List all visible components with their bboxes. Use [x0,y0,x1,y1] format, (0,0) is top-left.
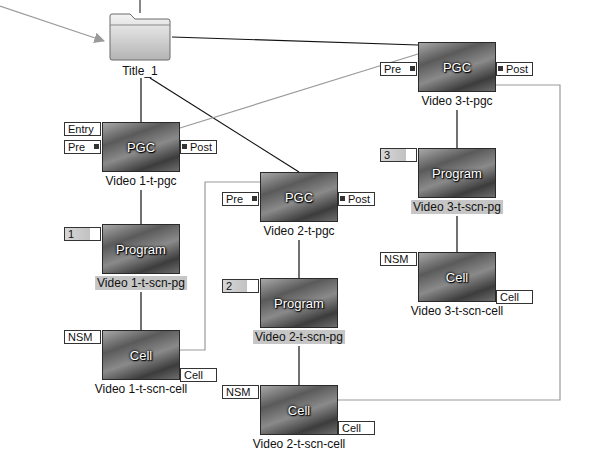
pgc-node: PGCPrePostVideo 3-t-pgc [418,42,496,110]
thumbnail-label: Cell [418,252,496,302]
port-tab: Post [338,192,375,206]
thumbnail-label: PGC [102,122,180,172]
entry-arrow [0,6,104,41]
node-caption: Video 3-t-scn-pg [411,200,503,214]
thumbnail-label: Program [418,148,496,198]
thumbnail-label: PGC [260,172,338,222]
node-caption: Video 2-t-pgc [263,224,334,238]
pgc-node: PGCEntryPrePostVideo 1-t-pgc [102,122,180,190]
port-tab: Pre [64,140,101,154]
hierarchy-link [456,110,457,148]
program-node: Program2Video 2-t-scn-pg [260,278,338,346]
program-number: 2 [222,279,259,293]
port-tab: NSM [222,385,259,399]
hierarchy-link [298,240,299,278]
hierarchy-link [298,346,299,385]
port-tab: Cell [180,368,217,382]
thumbnail-label: Program [102,224,180,274]
port-tab: Cell [338,421,375,435]
folder-icon [110,14,170,60]
cell-node: CellNSMCellVideo 1-t-scn-cell [102,330,180,398]
node-caption: Video 2-t-scn-cell [253,437,345,451]
thumbnail-label: PGC [418,42,496,92]
port-tab: Post [496,62,533,76]
program-node: Program1Video 1-t-scn-pg [102,224,180,292]
port-tab: NSM [380,252,417,266]
program-node: Program3Video 3-t-scn-pg [418,148,496,216]
thumbnail-label: Cell [102,330,180,380]
port-tab: NSM [64,330,101,344]
thumbnail-label: Program [260,278,338,328]
port-tab: Cell [496,290,533,304]
node-caption: Video 3-t-scn-cell [411,304,503,318]
port-tab: Pre [222,192,259,206]
pgc-node: PGCPrePostVideo 2-t-pgc [260,172,338,240]
hierarchy-link [172,37,418,45]
folder-body [110,14,170,60]
node-caption: Video 1-t-scn-pg [95,276,187,290]
hierarchy-link [456,216,457,252]
port-tab: Pre [380,62,417,76]
folder-flap [110,25,170,26]
hierarchy-link [140,78,141,122]
hierarchy-link [140,190,141,224]
port-tab: Entry [64,122,101,136]
node-caption: Title_1 [108,64,172,78]
node-caption: Video 1-t-pgc [105,174,176,188]
hierarchy-link [140,292,141,330]
program-number: 3 [380,148,417,162]
port-tab: Post [180,140,217,154]
navigation-link [180,182,260,350]
cell-node: CellNSMCellVideo 2-t-scn-cell [260,385,338,453]
program-number: 1 [64,227,101,241]
title-folder: Title_1 [108,12,172,78]
thumbnail-label: Cell [260,385,338,435]
node-caption: Video 2-t-scn-pg [253,330,345,344]
root-wire [140,0,141,13]
navigation-link [338,85,560,400]
node-caption: Video 3-t-pgc [421,94,492,108]
navigation-link [180,54,418,128]
cell-node: CellNSMCellVideo 3-t-scn-cell [418,252,496,320]
node-caption: Video 1-t-scn-cell [95,382,187,396]
